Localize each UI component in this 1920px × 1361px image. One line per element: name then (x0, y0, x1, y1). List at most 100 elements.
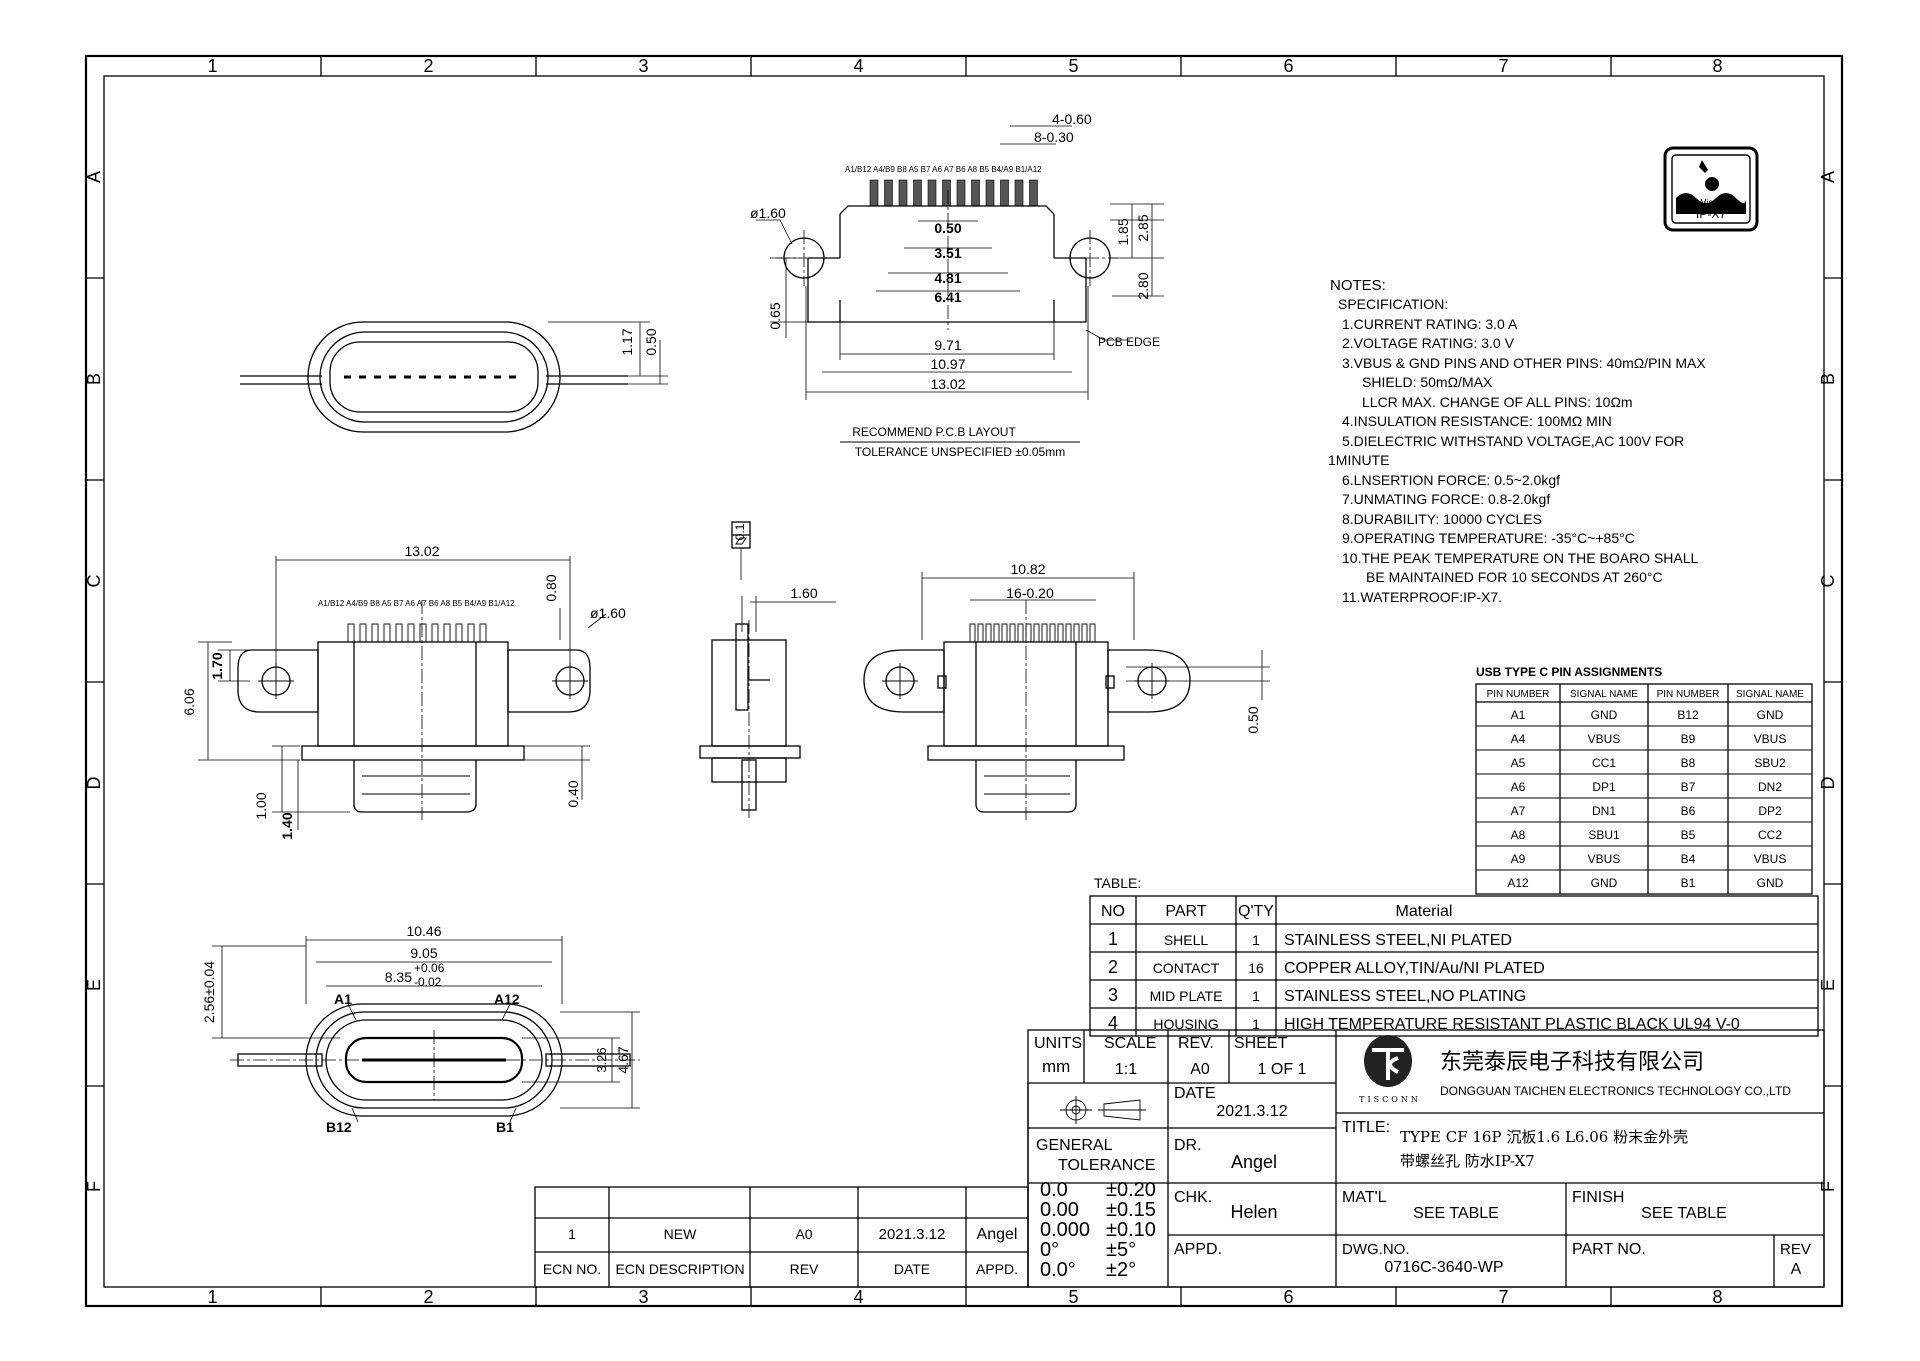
parts-table-header: NO (1101, 903, 1125, 920)
pin-table-cell: A7 (1511, 804, 1526, 818)
notes-spec: SPECIFICATION: (1338, 296, 1448, 312)
svg-text:DR.: DR. (1174, 1137, 1202, 1154)
frame-row-label-left: C (84, 575, 104, 588)
contact-pin (1033, 623, 1040, 643)
parts-table-cell: CONTACT (1153, 960, 1220, 976)
side-view: 0.1 1.60 (699, 521, 836, 820)
pin-table-header: PIN NUMBER (1657, 689, 1720, 700)
svg-text:UNITS: UNITS (1034, 1035, 1082, 1052)
person-icon (1705, 177, 1719, 191)
svg-text:SHEET: SHEET (1234, 1035, 1288, 1052)
note-7: 7.UNMATING FORCE: 0.8-2.0kgf (1342, 491, 1550, 507)
tolerance-range: ±2° (1106, 1259, 1136, 1281)
svg-text:13.02: 13.02 (930, 376, 965, 392)
svg-text:2.80: 2.80 (1135, 272, 1151, 299)
tolerance-range: ±0.10 (1106, 1219, 1156, 1241)
svg-text:6.41: 6.41 (934, 289, 961, 305)
note-5b: 1MINUTE (1328, 452, 1389, 468)
contact-pin (1025, 623, 1032, 643)
svg-text:TITLE:: TITLE: (1342, 1119, 1390, 1136)
svg-text:1.17: 1.17 (619, 328, 635, 355)
contact-pin (395, 623, 403, 643)
pin-table-cell: A9 (1511, 852, 1526, 866)
svg-text:MAT'L: MAT'L (1342, 1189, 1387, 1206)
svg-text:GENERAL: GENERAL (1036, 1137, 1113, 1154)
svg-text:mm: mm (1042, 1057, 1070, 1076)
pin-table-cell: VBUS (1754, 852, 1787, 866)
pin-table-cell: CC2 (1758, 828, 1782, 842)
svg-text:1.60: 1.60 (790, 585, 817, 601)
pcb-pad (985, 179, 995, 207)
svg-text:IP-X7: IP-X7 (1696, 207, 1726, 221)
svg-text:Angel: Angel (1231, 1152, 1277, 1172)
svg-text:REV.: REV. (1178, 1035, 1214, 1052)
tolerance-range: ±0.15 (1106, 1199, 1156, 1221)
ecn-table: 1 NEW A0 2021.3.12 Angel ECN NO. ECN DES… (534, 1186, 1029, 1288)
tolerance-range: ±0.20 (1106, 1179, 1156, 1201)
pin-table-cell: B6 (1681, 804, 1696, 818)
note-10: 10.THE PEAK TEMPERATURE ON THE BOARO SHA… (1342, 550, 1699, 566)
pin-table-cell: VBUS (1588, 852, 1621, 866)
frame-col-label-bottom: 3 (638, 1287, 648, 1307)
tolerance-value: 0.00 (1040, 1199, 1079, 1221)
svg-text:DATE: DATE (894, 1261, 930, 1277)
note-9: 9.OPERATING TEMPERATURE: -35°C~+85°C (1342, 530, 1635, 546)
pcb-pad (927, 179, 937, 207)
note-2: 2.VOLTAGE RATING: 3.0 V (1342, 335, 1515, 351)
flatness-symbol-icon (735, 537, 747, 545)
svg-text:TYPE CF 16P 沉板1.6 L6.06 粉: TYPE CF 16P 沉板1.6 L6.06 粉末金外壳 (1400, 1128, 1688, 1146)
svg-text:0.50: 0.50 (934, 220, 961, 236)
pin-table-cell: GND (1757, 876, 1784, 890)
pin-table-cell: B9 (1681, 732, 1696, 746)
contact-pin (479, 623, 487, 643)
contact-pin (1057, 623, 1064, 643)
tolerance-value: 0.0° (1040, 1259, 1076, 1281)
pcb-pad (913, 179, 922, 207)
top-view-ears: A1/B12 A4/B9 B8 A5 B7 A6 A7 B6 A8 B5 B4/… (181, 543, 626, 840)
svg-text:3.26: 3.26 (594, 1047, 609, 1072)
svg-text:ø1.60: ø1.60 (590, 605, 626, 621)
parts-table-cell: COPPER ALLOY,TIN/Au/NI PLATED (1284, 960, 1545, 977)
svg-text:NEW: NEW (664, 1226, 697, 1242)
frame-col-label-bottom: 8 (1712, 1287, 1722, 1307)
svg-text:6.06: 6.06 (181, 688, 197, 715)
svg-text:30 Min/1.5M: 30 Min/1.5M (1689, 198, 1733, 207)
svg-text:PCB EDGE: PCB EDGE (1098, 335, 1160, 349)
pin-table-cell: SBU2 (1754, 756, 1786, 770)
contact-pin (383, 623, 391, 643)
title-block: UNITS mm SCALE 1:1 REV. A0 SHEET 1 OF 1 … (1027, 1029, 1825, 1288)
parts-table-header: Material (1396, 903, 1453, 920)
parts-table-cell: STAINLESS STEEL,NO PLATING (1284, 988, 1526, 1005)
pin-table-cell: A5 (1511, 756, 1526, 770)
svg-text:SEE TABLE: SEE TABLE (1641, 1205, 1727, 1222)
pin-table-cell: VBUS (1754, 732, 1787, 746)
frame-row-label-right: A (1818, 171, 1838, 183)
svg-text:0.50: 0.50 (643, 328, 659, 355)
note-10b: BE MAINTAINED FOR 10 SECONDS AT 260°C (1366, 569, 1663, 585)
frame-row-label-right: D (1818, 777, 1838, 790)
pin-table-cell: GND (1757, 708, 1784, 722)
pin-table-border (1475, 683, 1813, 895)
contact-pin (1089, 623, 1096, 643)
svg-text:2.85: 2.85 (1135, 214, 1151, 241)
svg-text:0.40: 0.40 (565, 780, 581, 807)
svg-text:4.81: 4.81 (934, 270, 961, 286)
svg-text:9.05: 9.05 (410, 945, 437, 961)
pin-table-cell: DN2 (1758, 780, 1782, 794)
pcb-pad (1029, 179, 1038, 207)
contact-pin (407, 623, 415, 643)
svg-text:APPD.: APPD. (976, 1261, 1018, 1277)
svg-text:PART NO.: PART NO. (1572, 1241, 1646, 1258)
svg-text:10.82: 10.82 (1010, 561, 1045, 577)
pcb-pad (869, 179, 879, 207)
svg-text:16-0.20: 16-0.20 (1006, 585, 1054, 601)
note-6: 6.LNSERTION FORCE: 0.5~2.0kgf (1342, 472, 1560, 488)
parts-table-cell: 1 (1252, 988, 1260, 1004)
frame-row-label-left: B (84, 373, 104, 385)
svg-text:0.50: 0.50 (1245, 706, 1261, 733)
contact-pin (1049, 623, 1056, 643)
